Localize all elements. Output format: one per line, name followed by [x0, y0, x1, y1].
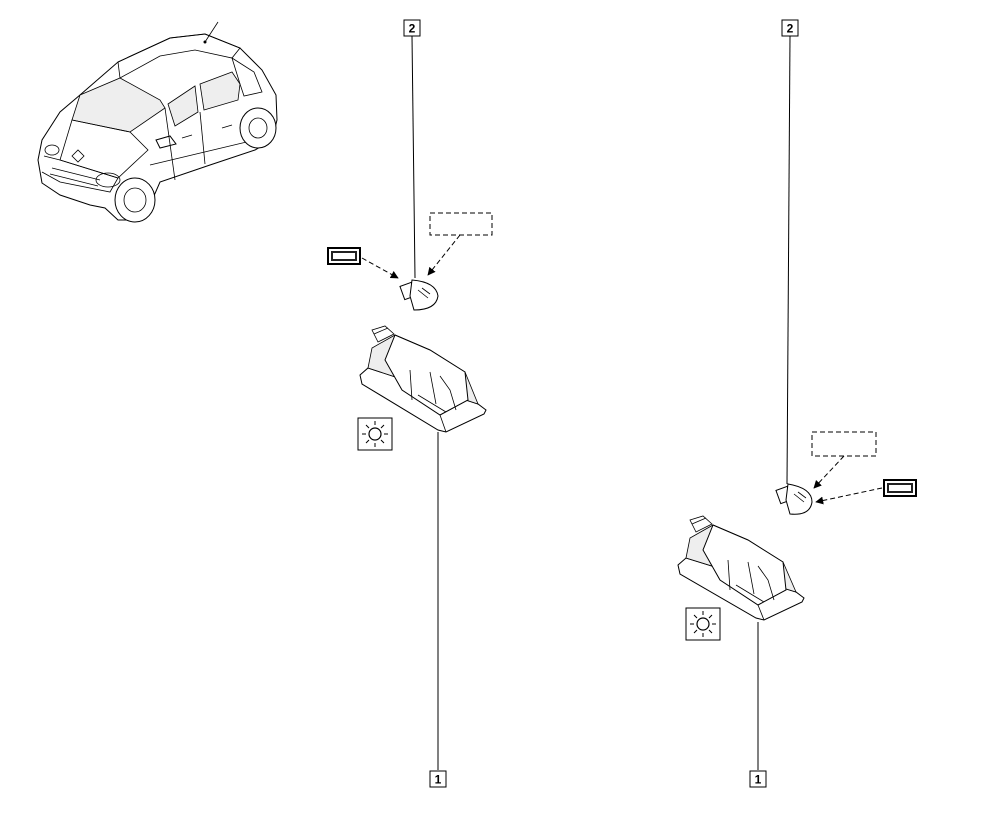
bulb-icon: [399, 279, 439, 311]
callout-left-bottom-label: 1: [435, 773, 442, 787]
arrow-dashed-left: [427, 234, 461, 276]
bulb-icon-right: [775, 483, 813, 515]
light-bulb-symbol-icon: [357, 417, 393, 451]
arrow-dashed-right: [813, 455, 845, 489]
callout-right-top-label: 2: [787, 22, 794, 36]
lamp-housing-icon: [359, 325, 487, 433]
lamp-housing-icon-right: [677, 515, 805, 621]
callout-left-top-label: 2: [409, 22, 416, 36]
leader-line-right-top: [786, 35, 791, 485]
callout-left-bottom: 1: [429, 770, 447, 788]
car-overview-icon: [37, 21, 278, 223]
callout-right-top: 2: [781, 19, 799, 37]
light-bulb-symbol-icon-right: [685, 607, 721, 641]
callout-left-top: 2: [403, 19, 421, 37]
callout-right-bottom-label: 1: [755, 773, 762, 787]
callout-right-bottom: 1: [749, 770, 767, 788]
reference-box-dashed-right: [811, 431, 877, 457]
reference-box-dashed-left: [429, 212, 493, 236]
reference-box-solid-left: [327, 247, 361, 265]
reference-box-solid-right: [883, 479, 917, 497]
leader-line-left-top: [411, 35, 416, 279]
arrow-solid-right: [815, 487, 883, 505]
arrow-solid-left: [361, 257, 399, 279]
